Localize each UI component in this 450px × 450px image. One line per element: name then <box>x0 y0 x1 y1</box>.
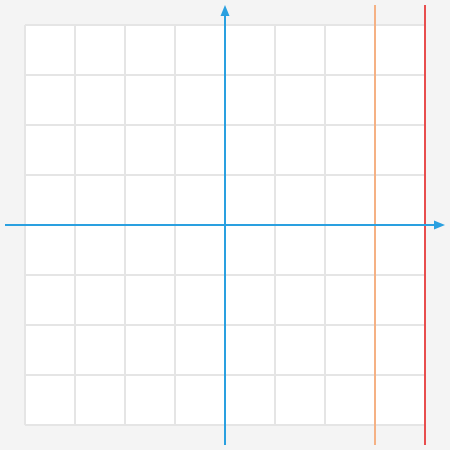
y-axis-arrow-icon <box>220 5 230 16</box>
x-axis-arrow-icon <box>434 220 445 230</box>
axes <box>5 5 445 445</box>
